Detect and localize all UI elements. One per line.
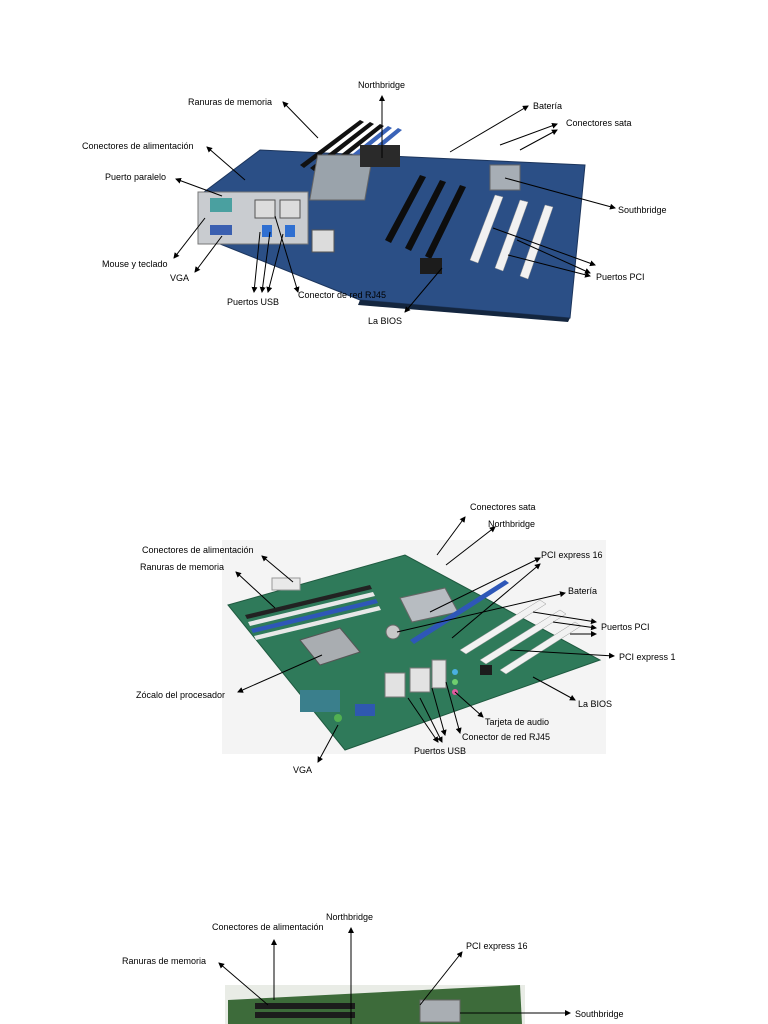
label-usb-ports: Puertos USB <box>227 297 280 307</box>
label-rj45: Conector de red RJ45 <box>462 732 551 742</box>
label-battery: Batería <box>568 586 598 596</box>
label-southbridge: Southbridge <box>618 205 667 215</box>
label-power-connectors: Conectores de alimentación <box>82 141 194 151</box>
label-usb-ports: Puertos USB <box>414 746 467 756</box>
label-power-connectors: Conectores de alimentación <box>142 545 254 555</box>
label-northbridge: Northbridge <box>488 519 536 529</box>
label-pcie1: PCI express 1 <box>619 652 676 662</box>
label-battery: Batería <box>533 101 563 111</box>
label-sata: Conectores sata <box>470 502 536 512</box>
label-rj45: Conector de red RJ45 <box>298 290 387 300</box>
label-bios: La BIOS <box>368 316 403 326</box>
label-power-connectors: Conectores de alimentación <box>212 922 324 932</box>
label-pcie16: PCI express 16 <box>541 550 603 560</box>
label-memory-slots: Ranuras de memoria <box>140 562 225 572</box>
label-vga: VGA <box>170 273 190 283</box>
label-southbridge: Southbridge <box>575 1009 624 1019</box>
label-vga: VGA <box>293 765 313 775</box>
label-pcie16: PCI express 16 <box>466 941 528 951</box>
label-audio-card: Tarjeta de audio <box>485 717 550 727</box>
label-sata: Conectores sata <box>566 118 632 128</box>
label-bios: La BIOS <box>578 699 613 709</box>
label-memory-slots: Ranuras de memoria <box>122 956 207 966</box>
label-northbridge: Northbridge <box>358 80 406 90</box>
label-northbridge: Northbridge <box>326 912 374 922</box>
label-mouse-keyboard: Mouse y teclado <box>102 259 168 269</box>
label-pci-ports: Puertos PCI <box>596 272 645 282</box>
label-memory-slots: Ranuras de memoria <box>188 97 273 107</box>
label-pci-ports: Puertos PCI <box>601 622 650 632</box>
label-cpu-socket: Zócalo del procesador <box>136 690 226 700</box>
label-parallel-port: Puerto paralelo <box>105 172 167 182</box>
